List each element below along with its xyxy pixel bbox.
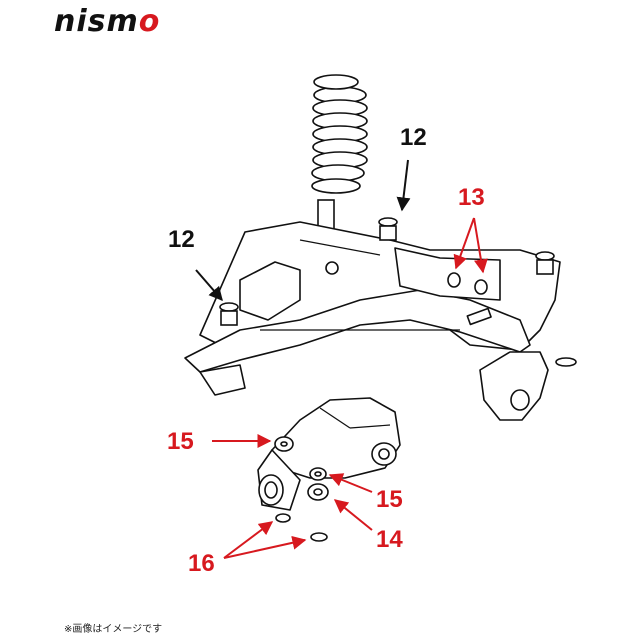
logo-text: nism bbox=[54, 4, 139, 39]
left-mount-bushing bbox=[220, 310, 238, 326]
arrow-16a bbox=[223, 521, 274, 559]
diff-washer-16a bbox=[275, 513, 291, 523]
callout-15-right: 15 bbox=[376, 486, 403, 513]
arrow-13b bbox=[473, 217, 488, 274]
upper-mount-washer bbox=[378, 217, 398, 227]
arrow-13a bbox=[453, 217, 475, 270]
callout-12-upper: 12 bbox=[400, 124, 427, 151]
lower-arm bbox=[184, 289, 531, 373]
arrow-16b bbox=[223, 535, 307, 559]
callout-13: 13 bbox=[458, 184, 485, 211]
callout-16: 16 bbox=[188, 550, 215, 577]
mount-bushings bbox=[219, 217, 577, 411]
rear-mount-bushing bbox=[510, 389, 530, 411]
rear-knuckle bbox=[479, 351, 549, 421]
left-mount-washer bbox=[219, 302, 239, 312]
right-mount-washer bbox=[535, 251, 555, 261]
member-bush-13b bbox=[474, 279, 488, 295]
diff-washer-16b bbox=[310, 532, 328, 542]
coil-spring-strut bbox=[311, 74, 368, 300]
rear-subframe bbox=[184, 221, 561, 421]
spring-coil bbox=[311, 178, 361, 194]
bolt-head bbox=[325, 261, 339, 275]
spring-top-seat bbox=[313, 74, 359, 90]
right-mount-bushing bbox=[536, 259, 554, 275]
arrow-15-right bbox=[328, 473, 373, 493]
upper-mount-bushing bbox=[379, 225, 397, 241]
diff-flange-center bbox=[264, 481, 278, 499]
arrow-12-upper bbox=[396, 159, 411, 212]
callout-12-left: 12 bbox=[168, 226, 195, 253]
rear-differential bbox=[257, 397, 401, 511]
callout-arrows bbox=[195, 159, 488, 559]
image-disclaimer: ※画像はイメージです bbox=[64, 624, 163, 635]
nismo-logo: nismo bbox=[54, 4, 160, 39]
member-bush-13a bbox=[447, 272, 461, 288]
logo-accent: o bbox=[138, 4, 161, 39]
callout-14: 14 bbox=[376, 526, 403, 553]
diff-bushings bbox=[274, 436, 329, 542]
bolt bbox=[466, 307, 492, 326]
rear-mount-washer bbox=[555, 357, 577, 367]
member-crossbeam bbox=[394, 247, 501, 301]
callout-15-left: 15 bbox=[167, 428, 194, 455]
arrow-14 bbox=[333, 499, 373, 531]
diff-case bbox=[271, 397, 401, 479]
arrow-12-left bbox=[195, 269, 223, 302]
arm-bracket bbox=[199, 364, 246, 396]
left-knuckle bbox=[239, 261, 301, 321]
